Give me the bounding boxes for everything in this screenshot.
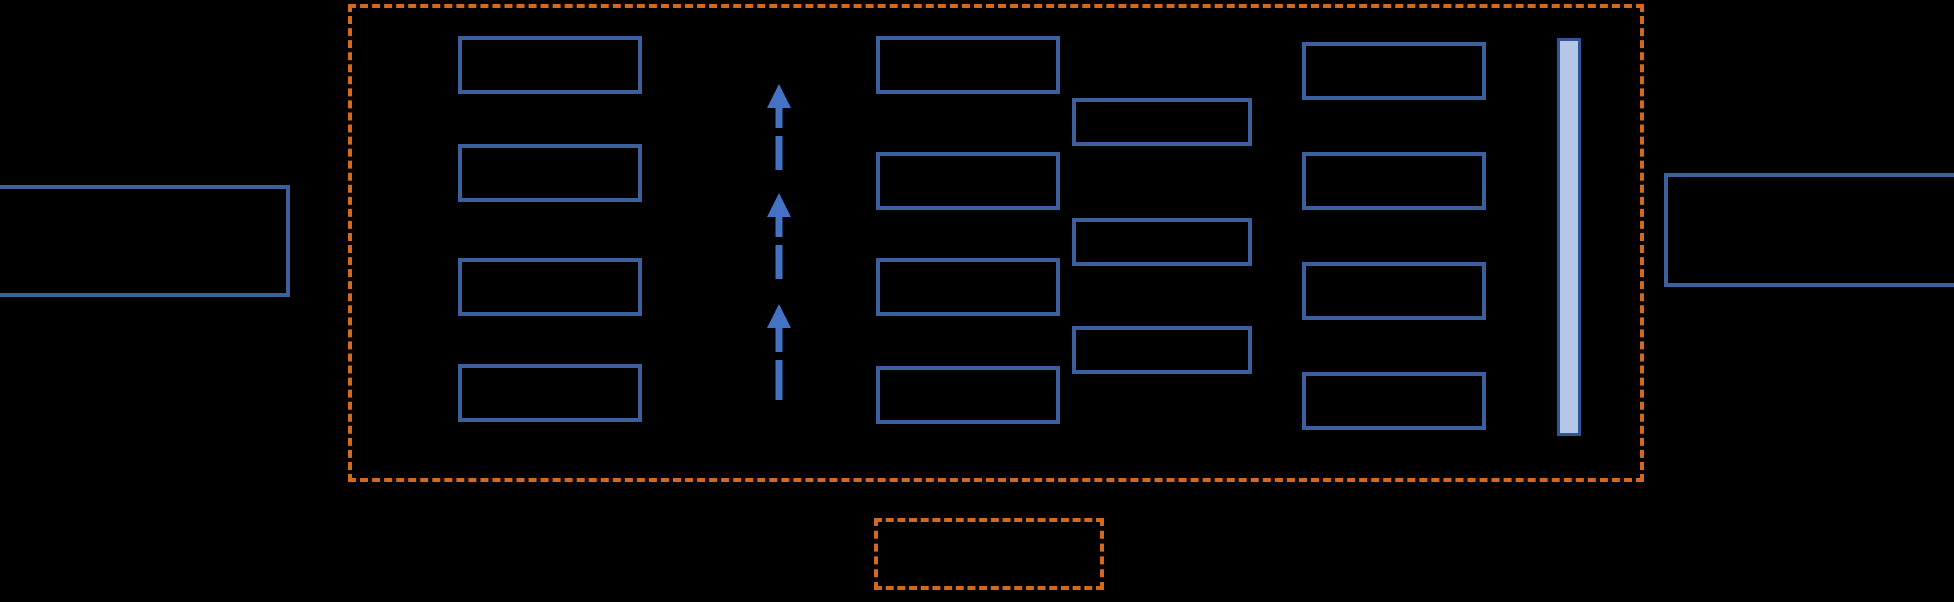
col2-box-2[interactable] <box>876 152 1060 210</box>
main-dashed-container[interactable] <box>348 4 1644 482</box>
col2b-box-1-label <box>1076 102 1248 142</box>
right-output-box-label <box>1668 177 1954 283</box>
up-arrow-2-icon <box>766 193 792 279</box>
col3-box-2[interactable] <box>1302 152 1486 210</box>
col3-box-3-label <box>1306 266 1482 316</box>
bottom-dashed-container[interactable] <box>874 518 1104 590</box>
col1-box-4[interactable] <box>458 364 642 422</box>
col2b-box-2[interactable] <box>1072 218 1252 266</box>
col2-box-3[interactable] <box>876 258 1060 316</box>
col3-box-1-label <box>1306 46 1482 96</box>
col1-box-3[interactable] <box>458 258 642 316</box>
col2-box-3-label <box>880 262 1056 312</box>
up-arrow-1-icon <box>766 84 792 170</box>
col3-box-1[interactable] <box>1302 42 1486 100</box>
col3-box-2-label <box>1306 156 1482 206</box>
col2b-box-2-label <box>1076 222 1248 262</box>
col2-box-4-label <box>880 370 1056 420</box>
col2-box-4[interactable] <box>876 366 1060 424</box>
col1-box-2[interactable] <box>458 144 642 202</box>
col1-box-4-label <box>462 368 638 418</box>
col1-box-2-label <box>462 148 638 198</box>
col3-box-4[interactable] <box>1302 372 1486 430</box>
col2-box-2-label <box>880 156 1056 206</box>
right-output-box[interactable] <box>1664 173 1954 287</box>
col2-box-1[interactable] <box>876 36 1060 94</box>
col1-box-1-label <box>462 40 638 90</box>
col2b-box-3[interactable] <box>1072 326 1252 374</box>
col3-box-3[interactable] <box>1302 262 1486 320</box>
col1-box-1[interactable] <box>458 36 642 94</box>
vertical-bar[interactable] <box>1557 38 1581 436</box>
left-input-box-label <box>0 189 286 293</box>
up-arrow-3-icon <box>766 304 792 400</box>
col1-box-3-label <box>462 262 638 312</box>
col2b-box-3-label <box>1076 330 1248 370</box>
vertical-bar-label <box>1560 41 1578 433</box>
left-input-box[interactable] <box>0 185 290 297</box>
col2b-box-1[interactable] <box>1072 98 1252 146</box>
col2-box-1-label <box>880 40 1056 90</box>
col3-box-4-label <box>1306 376 1482 426</box>
